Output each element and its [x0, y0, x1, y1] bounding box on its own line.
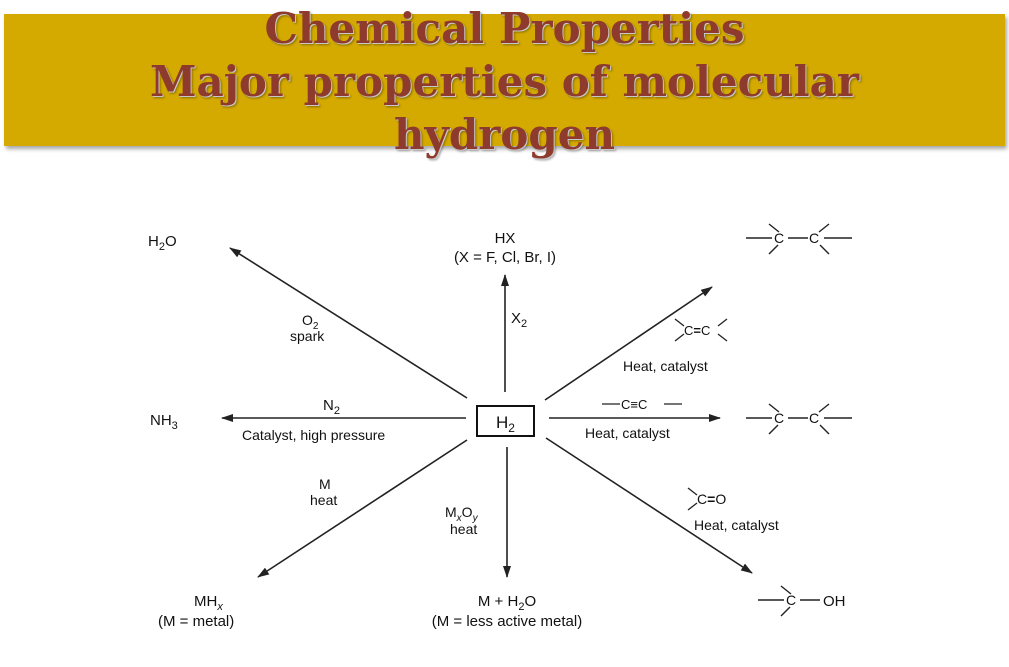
product-hx: HX: [495, 230, 516, 247]
alkane-2-carbon-1: C: [774, 410, 784, 426]
reagent-oxygen: O2: [302, 312, 319, 332]
arrow-to-alkane-1: [544, 286, 713, 401]
reagent-alkene: C=C: [684, 323, 710, 338]
arrow-to-alcohol: [545, 437, 753, 574]
product-ammonia: NH3: [150, 412, 178, 432]
alcohol-structure: [758, 585, 820, 617]
reagent-oxygen-condition: spark: [290, 328, 325, 344]
reagent-carbonyl-condition: Heat, catalyst: [694, 517, 779, 533]
product-water: H2O: [148, 233, 177, 253]
alcohol-hydroxyl: OH: [823, 593, 846, 610]
reagent-carbonyl: C=O: [697, 491, 726, 507]
product-metal-water: M + H2O: [478, 593, 536, 613]
alkane-structure-2: [746, 403, 852, 435]
slide-title: Chemical Properties Major properties of …: [0, 2, 1009, 161]
reagent-metal-oxide: MxOy: [445, 504, 479, 524]
reagent-alkene-condition: Heat, catalyst: [623, 358, 708, 374]
title-banner: [4, 14, 1005, 146]
reagent-metal-condition: heat: [310, 492, 337, 508]
arrow-to-metal-hydride: [257, 439, 468, 578]
alkane-1-carbon-2: C: [809, 230, 819, 246]
reagent-halogen: X2: [511, 310, 527, 330]
product-metal-hydride-note: (M = metal): [158, 613, 234, 630]
reagent-alkyne: C≡C: [621, 397, 647, 412]
title-line-1: Chemical Properties: [264, 4, 745, 53]
product-hx-note: (X = F, Cl, Br, I): [454, 249, 556, 266]
alkene-structure: [674, 318, 728, 342]
reagent-nitrogen-condition: Catalyst, high pressure: [242, 427, 385, 443]
reagent-alkyne-condition: Heat, catalyst: [585, 425, 670, 441]
alkane-structure-1: [746, 223, 852, 255]
reagent-metal: M: [319, 476, 331, 492]
h2-center-label: H2: [496, 413, 515, 435]
product-metal-hydride: MHx: [194, 593, 223, 613]
reagent-nitrogen: N2: [323, 397, 340, 417]
h2-box: [476, 405, 535, 437]
carbonyl-structure: [687, 487, 698, 511]
product-metal-water-note: (M = less active metal): [432, 613, 582, 630]
alkane-1-carbon-1: C: [774, 230, 784, 246]
alcohol-carbon: C: [786, 592, 796, 608]
alkane-2-carbon-2: C: [809, 410, 819, 426]
title-line-3: hydrogen: [393, 110, 616, 159]
arrow-to-water: [229, 247, 468, 399]
title-line-2: Major properties of molecular: [150, 57, 859, 106]
reagent-metal-oxide-condition: heat: [450, 521, 477, 537]
